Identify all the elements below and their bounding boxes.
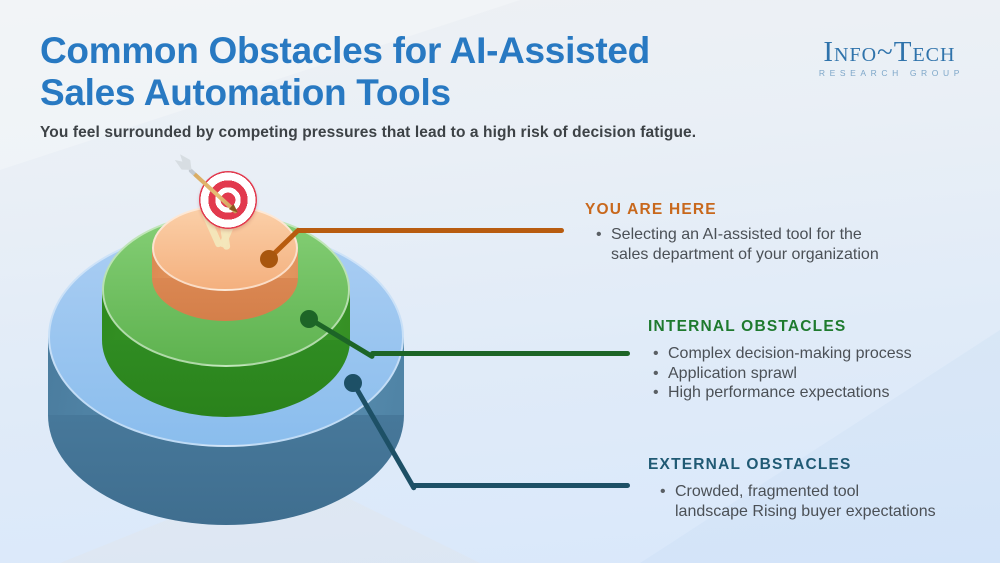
bullet-text: Application sprawl [668,364,797,382]
bullet-item: • High performance expectations [653,383,912,403]
bullseye-target-icon [199,171,257,229]
annotation-heading: YOU ARE HERE [585,201,717,218]
leader-line-external-horizontal [411,483,630,488]
bullet-list: • Crowded, fragmented tool landscape Ris… [660,482,936,521]
annotation-heading: EXTERNAL OBSTACLES [648,456,852,473]
bullet-list: • Complex decision-making process • Appl… [653,344,912,403]
page-title: Common Obstacles for AI-Assisted Sales A… [40,30,650,114]
annotation-external-obstacles: EXTERNAL OBSTACLES • Crowded, fragmented… [648,456,936,521]
bullet-marker: • [653,364,659,382]
leader-line-you-are-here-horizontal [296,228,564,233]
logo-wordmark: Info~Tech [823,36,956,68]
annotation-internal-obstacles: INTERNAL OBSTACLES • Complex decision-ma… [648,318,912,403]
bullet-item: • Crowded, fragmented tool landscape Ris… [660,482,936,521]
annotation-heading: INTERNAL OBSTACLES [648,318,847,335]
bullet-item: • Complex decision-making process [653,344,912,364]
bullet-text: Crowded, fragmented tool landscape Risin… [675,483,936,520]
title-line-2: Sales Automation Tools [40,72,451,113]
bullet-list: • Selecting an AI-assisted tool for the … [596,225,879,264]
bullet-marker: • [596,226,602,243]
leader-dot-you-are-here [260,250,278,268]
bullet-marker: • [653,345,659,362]
bullet-text: High performance expectations [668,384,890,401]
annotation-you-are-here: YOU ARE HERE • Selecting an AI-assisted … [585,201,879,264]
leader-dot-internal [300,310,318,328]
logo-tagline: RESEARCH GROUP [818,68,964,78]
bullet-text: Selecting an AI-assisted tool for the sa… [611,226,879,263]
leader-dot-external [344,374,362,392]
bullet-marker: • [653,384,659,401]
bullet-text: Complex decision-making process [668,345,912,362]
infotech-logo: Info~Tech RESEARCH GROUP [815,37,964,78]
bullet-marker: • [660,483,666,500]
bullet-item: • Application sprawl [653,364,912,384]
bullet-item: • Selecting an AI-assisted tool for the … [596,225,879,264]
leader-line-internal-horizontal [370,351,630,356]
page-subtitle: You feel surrounded by competing pressur… [40,124,697,141]
title-line-1: Common Obstacles for AI-Assisted [40,30,650,71]
